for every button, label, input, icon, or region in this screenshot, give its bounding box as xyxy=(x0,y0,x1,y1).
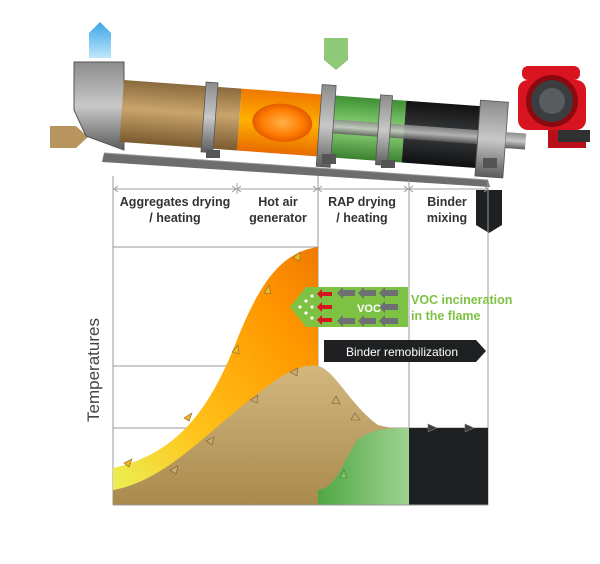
aggregate-input-arrow-icon xyxy=(50,126,88,148)
y-axis-label: Temperatures xyxy=(84,318,103,422)
binder-output-arrow-icon xyxy=(476,190,502,233)
rap-temperature-area xyxy=(318,428,409,505)
zone-label-aggregates: Aggregates drying/ heating xyxy=(120,195,230,225)
binder-remobilization-arrow: Binder remobilization xyxy=(324,340,486,362)
binder-remobilization-label: Binder remobilization xyxy=(346,345,458,359)
temperature-profile xyxy=(112,176,489,506)
burner-fan-icon xyxy=(518,66,590,148)
voc-incineration-box: VOC xyxy=(290,287,408,327)
rap-input-arrow-icon xyxy=(324,38,348,70)
flame-core xyxy=(252,103,313,142)
zone-label-rap: RAP drying/ heating xyxy=(328,195,396,225)
frame-rail xyxy=(102,153,490,187)
feed-hopper xyxy=(73,61,125,151)
voc-label: VOC xyxy=(357,303,381,315)
binder-temperature-area xyxy=(409,428,488,505)
drum-dryer-machine xyxy=(50,22,590,233)
rotating-drum xyxy=(119,80,527,179)
hot-air-exhaust-arrow-icon xyxy=(89,22,111,58)
